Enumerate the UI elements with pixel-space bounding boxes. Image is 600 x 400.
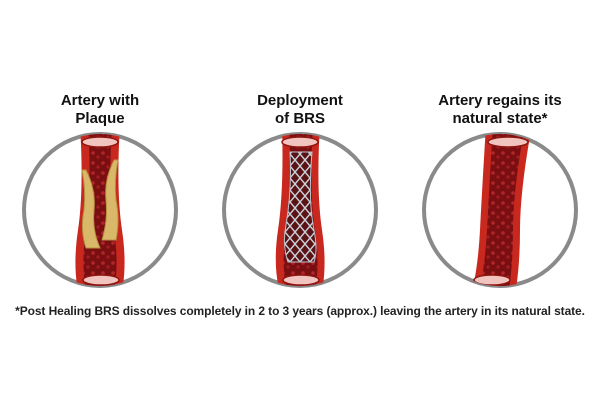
panel-title-plaque: Artery with Plaque [60,92,140,127]
vessel-opening-top [487,136,529,148]
artery-scaffold-figure [222,132,378,288]
panel-scaffold: Deployment of BRS [200,0,400,400]
blood-lumen [477,134,525,286]
vessel-opening-top [81,136,119,148]
panel-plaque: Artery with Plaque [0,0,200,400]
blood-lumen [83,134,117,286]
footnote: *Post Healing BRS dissolves completely i… [15,304,585,318]
plaque-deposit-left [81,169,101,249]
vessel-opening-bottom [82,274,120,286]
plaque-deposit-right [101,159,119,241]
artery-plaque-figure [22,132,178,288]
vessel-opening-top [281,136,319,148]
artery-healed-figure [422,132,578,288]
vessel-opening-bottom [282,274,320,286]
vessel-opening-bottom [473,274,511,286]
panel-title-healed: Artery regains its natural state* [438,92,562,127]
panel-healed: Artery regains its natural state* [400,0,600,400]
bioresorbable-scaffold [283,151,317,263]
panel-title-scaffold: Deployment of BRS [257,92,343,127]
